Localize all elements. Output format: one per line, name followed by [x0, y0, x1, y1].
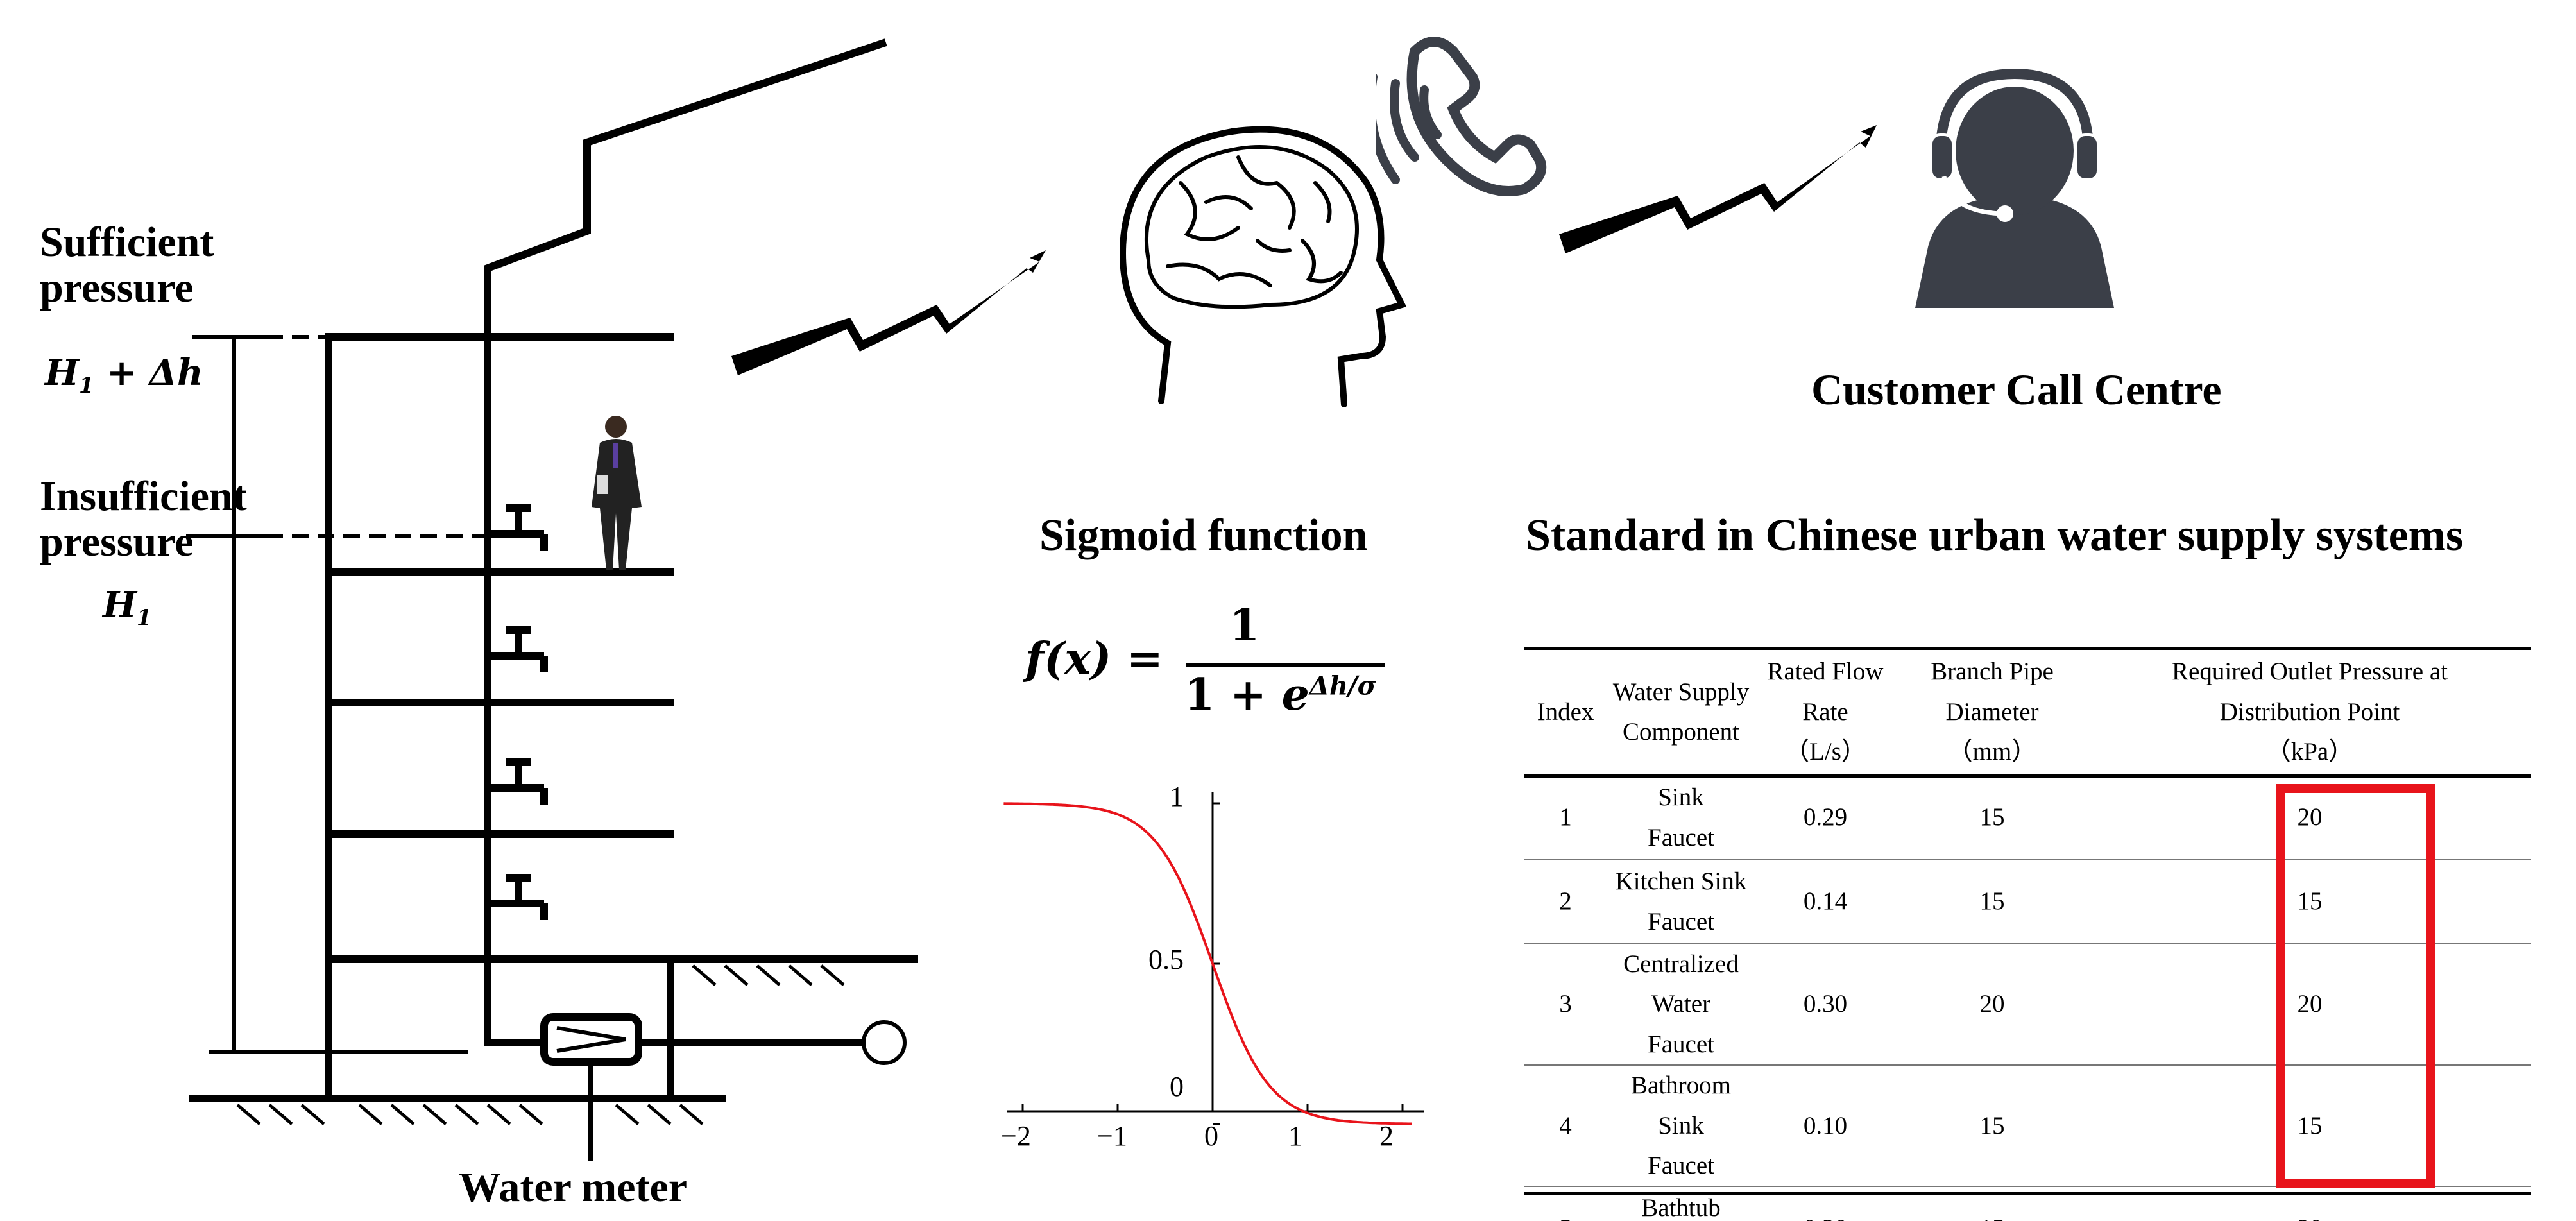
- y-tick-label: 0.5: [1148, 944, 1184, 975]
- table-row: 5BathtubFaucet0.201520: [1524, 1186, 2531, 1221]
- ground-hatching: [236, 964, 845, 1125]
- call-centre-label: Customer Call Centre: [1811, 365, 2222, 414]
- cell-diameter: 15: [1896, 1064, 2088, 1187]
- sufficient-pressure-formula: H1 + Δh: [45, 352, 203, 399]
- roof-line: [484, 38, 887, 1046]
- sigmoid-title: Sigmoid function: [1039, 511, 1368, 560]
- outlet-valve-icon: [862, 1020, 907, 1065]
- pressure-column-highlight: [2276, 784, 2435, 1188]
- cell-index: 1: [1559, 803, 1572, 832]
- water-meter-icon: [540, 1013, 642, 1161]
- phone-icon: [1376, 37, 1547, 196]
- sigmoid-curve: [1003, 802, 1412, 1125]
- y-tick-label: 1: [1170, 781, 1184, 812]
- x-tick-label: 0: [1204, 1120, 1218, 1152]
- person-icon: [592, 416, 642, 570]
- cell-index: 2: [1524, 859, 1607, 944]
- cell-diameter: 15: [1979, 803, 2005, 832]
- cell-diameter: 20: [1896, 943, 2088, 1066]
- sigmoid-chart: [1003, 792, 1424, 1125]
- cell-pressure: 15: [2088, 859, 2531, 944]
- x-tick-label: −1: [1097, 1120, 1127, 1152]
- cell-pressure: 20: [2297, 803, 2323, 832]
- faucet-icon: [488, 874, 548, 920]
- insufficient-label-line1: Insufficient: [40, 473, 247, 520]
- insufficient-pressure-label: Insufficient pressure: [40, 474, 247, 565]
- cell-index: 5: [1524, 1186, 1607, 1221]
- x-tick-label: 2: [1379, 1120, 1394, 1152]
- sufficient-label-line2: pressure: [40, 264, 194, 312]
- faucet-icon: [488, 626, 548, 672]
- cell-flow: 0.29: [1803, 803, 1848, 832]
- table-header-rule: [1524, 774, 2531, 778]
- signal-arrow-left: [731, 250, 1046, 375]
- cell-index: 4: [1524, 1064, 1607, 1187]
- sufficient-label-line1: Sufficient: [40, 219, 214, 266]
- faucet-icon: [488, 758, 548, 805]
- cell-index: 3: [1524, 943, 1607, 1066]
- building-diagram: [186, 38, 918, 1161]
- brain-icon: [1119, 126, 1407, 407]
- cell-flow: 0.20: [1755, 1186, 1896, 1221]
- cell-diameter: 15: [1896, 859, 2088, 944]
- pressure-scale: [186, 335, 488, 1054]
- cell-flow: 0.10: [1755, 1064, 1896, 1187]
- cell-pressure: 15: [2088, 1064, 2531, 1187]
- signal-arrow-right: [1559, 125, 1877, 253]
- faucet-icon: [488, 504, 548, 551]
- y-tick-label: 0: [1170, 1071, 1184, 1102]
- cell-diameter: 15: [1896, 1186, 2088, 1221]
- cell-flow: 0.14: [1755, 859, 1896, 944]
- sufficient-pressure-label: Sufficient pressure: [40, 219, 214, 311]
- header-index: Index: [1537, 697, 1594, 726]
- cell-component: BathtubFaucet: [1607, 1186, 1755, 1221]
- standard-table-title: Standard in Chinese urban water supply s…: [1526, 511, 2464, 560]
- x-tick-label: −2: [1001, 1120, 1031, 1152]
- call-centre-agent-icon: [1915, 68, 2114, 308]
- cell-pressure: 20: [2088, 943, 2531, 1066]
- table-top-rule: [1524, 647, 2531, 650]
- insufficient-label-line2: pressure: [40, 518, 194, 566]
- water-meter-label: Water meter: [459, 1164, 688, 1211]
- cell-pressure: 20: [2088, 1186, 2531, 1221]
- x-tick-label: 1: [1288, 1120, 1302, 1152]
- cell-flow: 0.30: [1755, 943, 1896, 1066]
- insufficient-pressure-formula: H1: [103, 584, 152, 631]
